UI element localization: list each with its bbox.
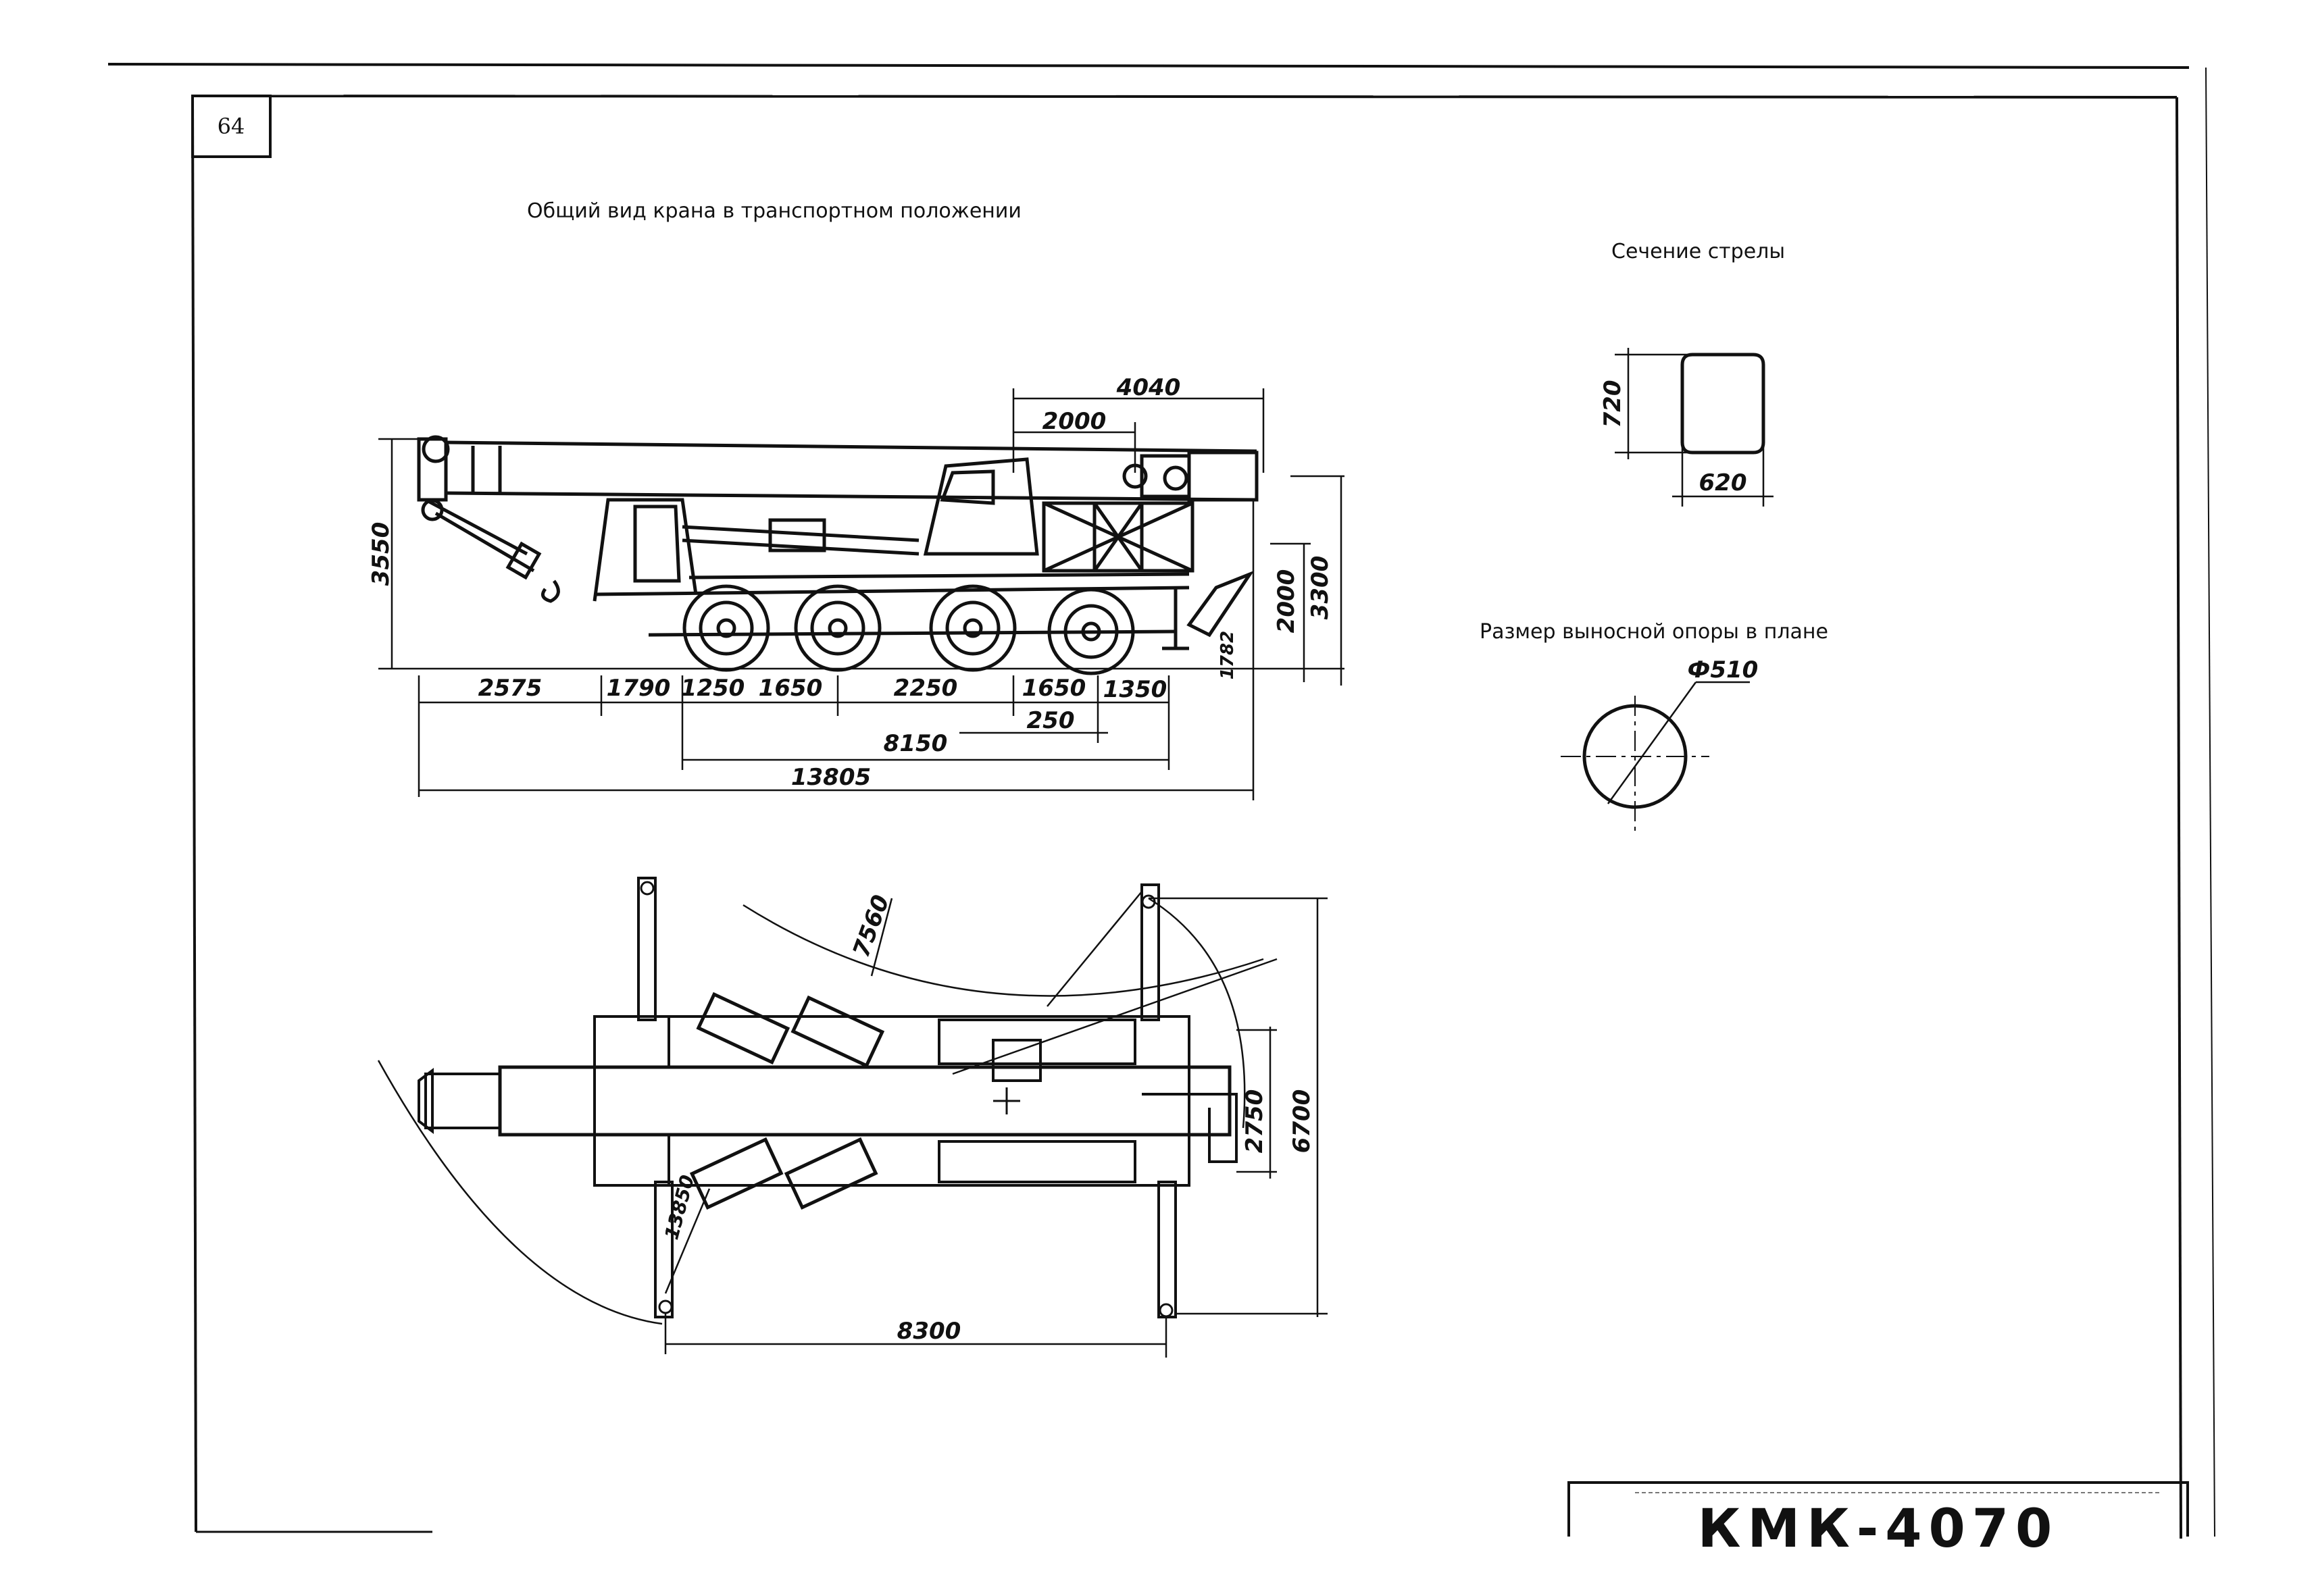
dim-top-partial: 2000 <box>1042 408 1107 435</box>
boom-section-drawing <box>1615 348 1774 507</box>
dim-bottom-6: 1650 <box>1022 675 1086 702</box>
dim-bottom-5: 2250 <box>894 675 958 702</box>
dim-wheelbase-total: 8150 <box>884 730 948 757</box>
dim-left-height: 3550 <box>368 522 395 586</box>
dim-offset: 250 <box>1027 707 1075 734</box>
general-view-title: Общий вид крана в транспортном положении <box>527 199 1022 223</box>
wheels <box>682 584 1135 675</box>
page-number-box: 64 <box>191 95 272 158</box>
dim-small-right: 1782 <box>1217 631 1238 679</box>
boom-section-title: Сечение стрелы <box>1611 240 1785 263</box>
dim-right-height-2: 3300 <box>1307 556 1334 620</box>
title-block: КМК-4070 <box>1567 1481 2189 1560</box>
plan-track-outer: 6700 <box>1288 1089 1315 1154</box>
plan-outrigger-base: 8300 <box>897 1318 961 1345</box>
outrigger-pad-drawing <box>1561 681 1750 831</box>
sheet-frame <box>107 63 2215 1539</box>
crane-side-view <box>417 435 1259 675</box>
plan-track-inner: 2750 <box>1241 1089 1268 1154</box>
boom-section-height: 720 <box>1599 380 1626 428</box>
dim-bottom-3: 1250 <box>681 675 745 702</box>
crane-plan-view <box>377 877 1278 1325</box>
boom-section-width: 620 <box>1699 469 1747 496</box>
dim-overall-length: 13805 <box>791 764 871 791</box>
dim-bottom-2: 1790 <box>607 675 671 702</box>
stamp-code: КМК-4070 <box>1698 1499 2059 1560</box>
dim-right-height-1: 2000 <box>1273 569 1300 634</box>
dim-top-overall: 4040 <box>1116 374 1181 401</box>
dim-bottom-1: 2575 <box>478 675 543 702</box>
dim-bottom-7: 1350 <box>1103 676 1167 703</box>
page-number: 64 <box>218 113 245 139</box>
plan-swing-radius: 7560 <box>848 892 895 961</box>
side-view-dimensions <box>378 388 1344 800</box>
dim-bottom-4: 1650 <box>759 675 823 702</box>
outrigger-diameter: Ф510 <box>1688 657 1759 684</box>
outrigger-size-title: Размер выносной опоры в плане <box>1480 620 1828 644</box>
plan-view-dimensions <box>664 897 1328 1358</box>
